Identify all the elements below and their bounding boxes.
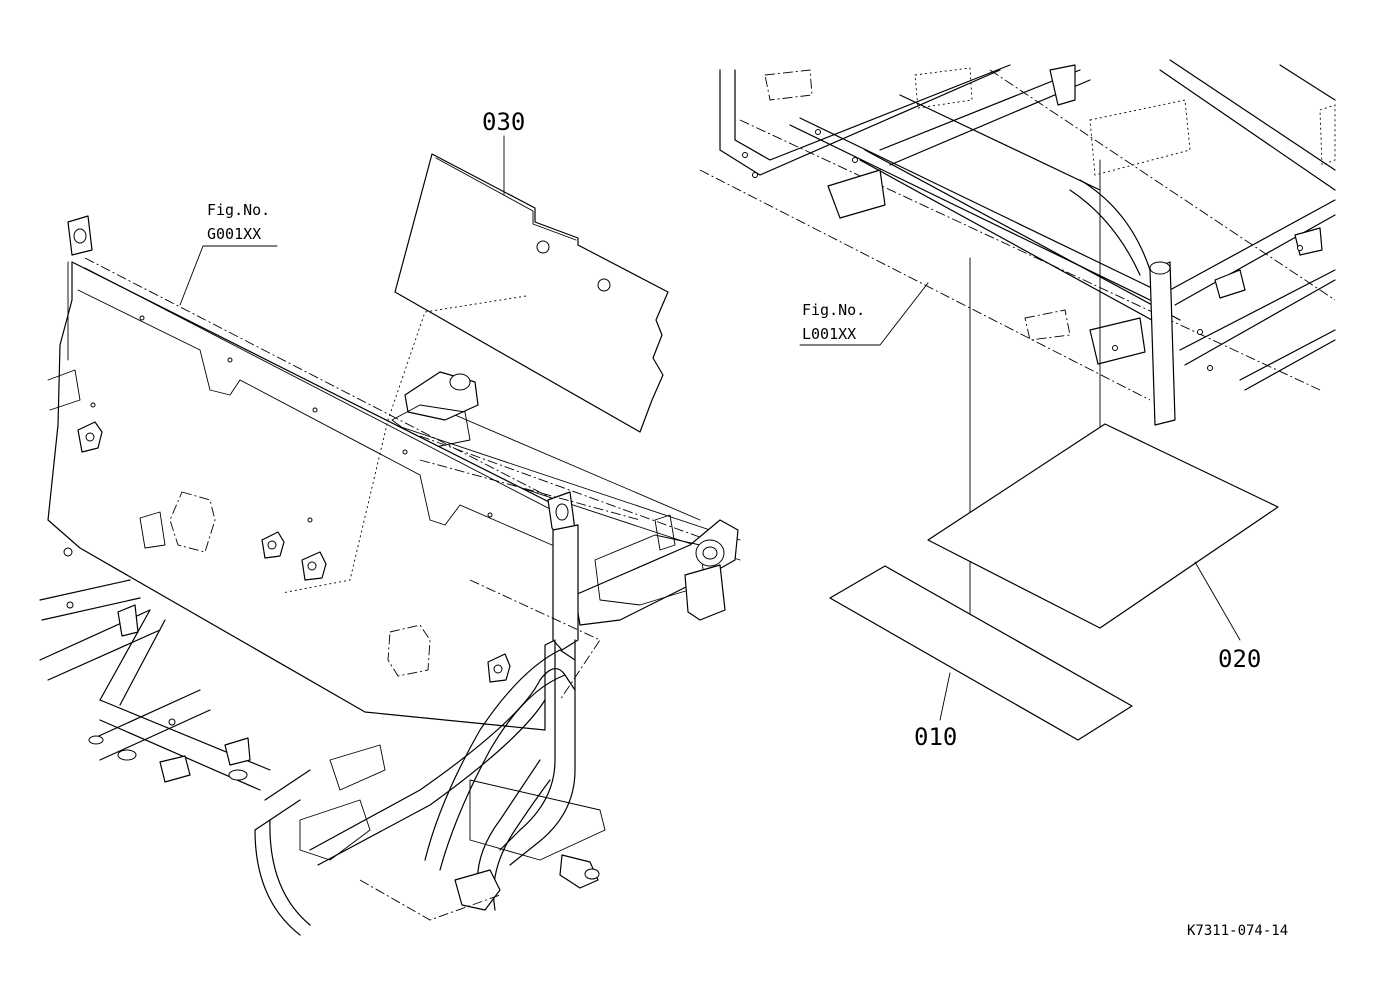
leader-fig-l001xx	[799, 282, 929, 346]
callout-030: 030	[482, 108, 525, 136]
leader-020	[1194, 561, 1241, 641]
bed-assembly-right	[699, 59, 1336, 426]
callout-020: 020	[1218, 645, 1261, 673]
leader-fig-g001xx	[179, 245, 278, 306]
fig-ref-g001xx-line2: G001XX	[207, 225, 261, 243]
placement-line-030	[281, 295, 527, 594]
fig-ref-l001xx-line2: L001XX	[802, 325, 856, 343]
part-030-pad	[394, 153, 669, 433]
callout-010: 010	[914, 723, 957, 751]
part-020-mat	[927, 423, 1279, 629]
panel-fasteners	[90, 315, 493, 523]
leader-010	[939, 672, 951, 721]
frame-assembly-left	[39, 215, 741, 936]
part-010-mat	[829, 565, 1133, 741]
fig-ref-l001xx-line1: Fig.No.	[802, 301, 865, 319]
texture-pad	[914, 67, 1336, 176]
fig-ref-g001xx-line1: Fig.No.	[207, 201, 270, 219]
drawing-code: K7311-074-14	[1187, 923, 1288, 939]
